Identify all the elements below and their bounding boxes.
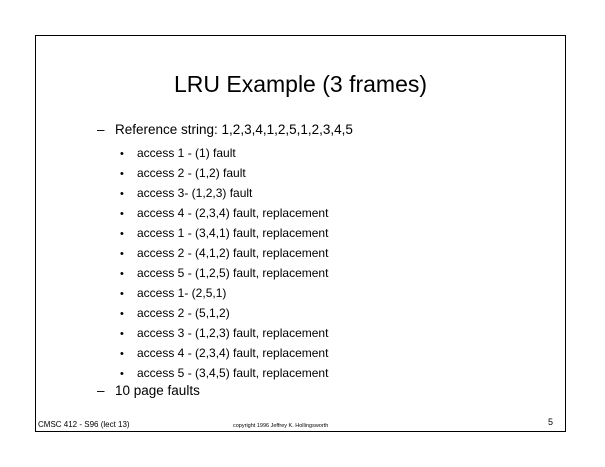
- list-item: • access 3 - (1,2,3) fault, replacement: [120, 323, 328, 343]
- access-text: access 4 - (2,3,4) fault, replacement: [137, 346, 329, 360]
- footer-copyright: copyright 1996 Jeffrey K. Hollingsworth: [233, 423, 329, 429]
- list-item: • access 4 - (2,3,4) fault, replacement: [120, 203, 328, 223]
- summary-text: 10 page faults: [115, 383, 200, 398]
- list-item: • access 5 - (1,2,5) fault, replacement: [120, 263, 328, 283]
- bullet-icon: •: [120, 208, 124, 220]
- bullet-icon: •: [120, 308, 124, 320]
- reference-string-item: –Reference string: 1,2,3,4,1,2,5,1,2,3,4…: [97, 122, 353, 138]
- access-text: access 2 - (4,1,2) fault, replacement: [137, 246, 329, 260]
- bullet-icon: •: [120, 168, 124, 180]
- reference-string-text: Reference string: 1,2,3,4,1,2,5,1,2,3,4,…: [115, 122, 353, 137]
- list-item: • access 4 - (2,3,4) fault, replacement: [120, 343, 328, 363]
- list-item: • access 2 - (1,2) fault: [120, 163, 328, 183]
- list-item: • access 2 - (4,1,2) fault, replacement: [120, 243, 328, 263]
- dash-bullet-icon: –: [97, 383, 105, 398]
- access-text: access 1- (2,5,1): [137, 286, 227, 300]
- slide-frame: [35, 35, 566, 432]
- bullet-icon: •: [120, 268, 124, 280]
- access-text: access 2 - (5,1,2): [137, 306, 230, 320]
- list-item: • access 3- (1,2,3) fault: [120, 183, 328, 203]
- page-faults-summary: –10 page faults: [97, 383, 200, 399]
- footer-course: CMSC 412 - S96 (lect 13): [38, 420, 130, 429]
- access-text: access 1 - (1) fault: [137, 146, 236, 160]
- bullet-icon: •: [120, 148, 124, 160]
- slide-title: LRU Example (3 frames): [173, 71, 428, 97]
- access-text: access 3- (1,2,3) fault: [137, 186, 253, 200]
- list-item: • access 1 - (3,4,1) fault, replacement: [120, 223, 328, 243]
- bullet-icon: •: [120, 228, 124, 240]
- access-text: access 2 - (1,2) fault: [137, 166, 246, 180]
- bullet-icon: •: [120, 368, 124, 380]
- access-text: access 5 - (3,4,5) fault, replacement: [137, 366, 329, 380]
- access-list: • access 1 - (1) fault • access 2 - (1,2) …: [120, 143, 328, 383]
- list-item: • access 1- (2,5,1): [120, 283, 328, 303]
- page-number: 5: [548, 417, 554, 427]
- list-item: • access 1 - (1) fault: [120, 143, 328, 163]
- bullet-icon: •: [120, 348, 124, 360]
- access-text: access 3 - (1,2,3) fault, replacement: [137, 326, 329, 340]
- access-text: access 1 - (3,4,1) fault, replacement: [137, 226, 329, 240]
- dash-bullet-icon: –: [97, 122, 105, 137]
- access-text: access 5 - (1,2,5) fault, replacement: [137, 266, 329, 280]
- list-item: • access 5 - (3,4,5) fault, replacement: [120, 363, 328, 383]
- bullet-icon: •: [120, 288, 124, 300]
- bullet-icon: •: [120, 328, 124, 340]
- access-text: access 4 - (2,3,4) fault, replacement: [137, 206, 329, 220]
- bullet-icon: •: [120, 248, 124, 260]
- bullet-icon: •: [120, 188, 124, 200]
- list-item: • access 2 - (5,1,2): [120, 303, 328, 323]
